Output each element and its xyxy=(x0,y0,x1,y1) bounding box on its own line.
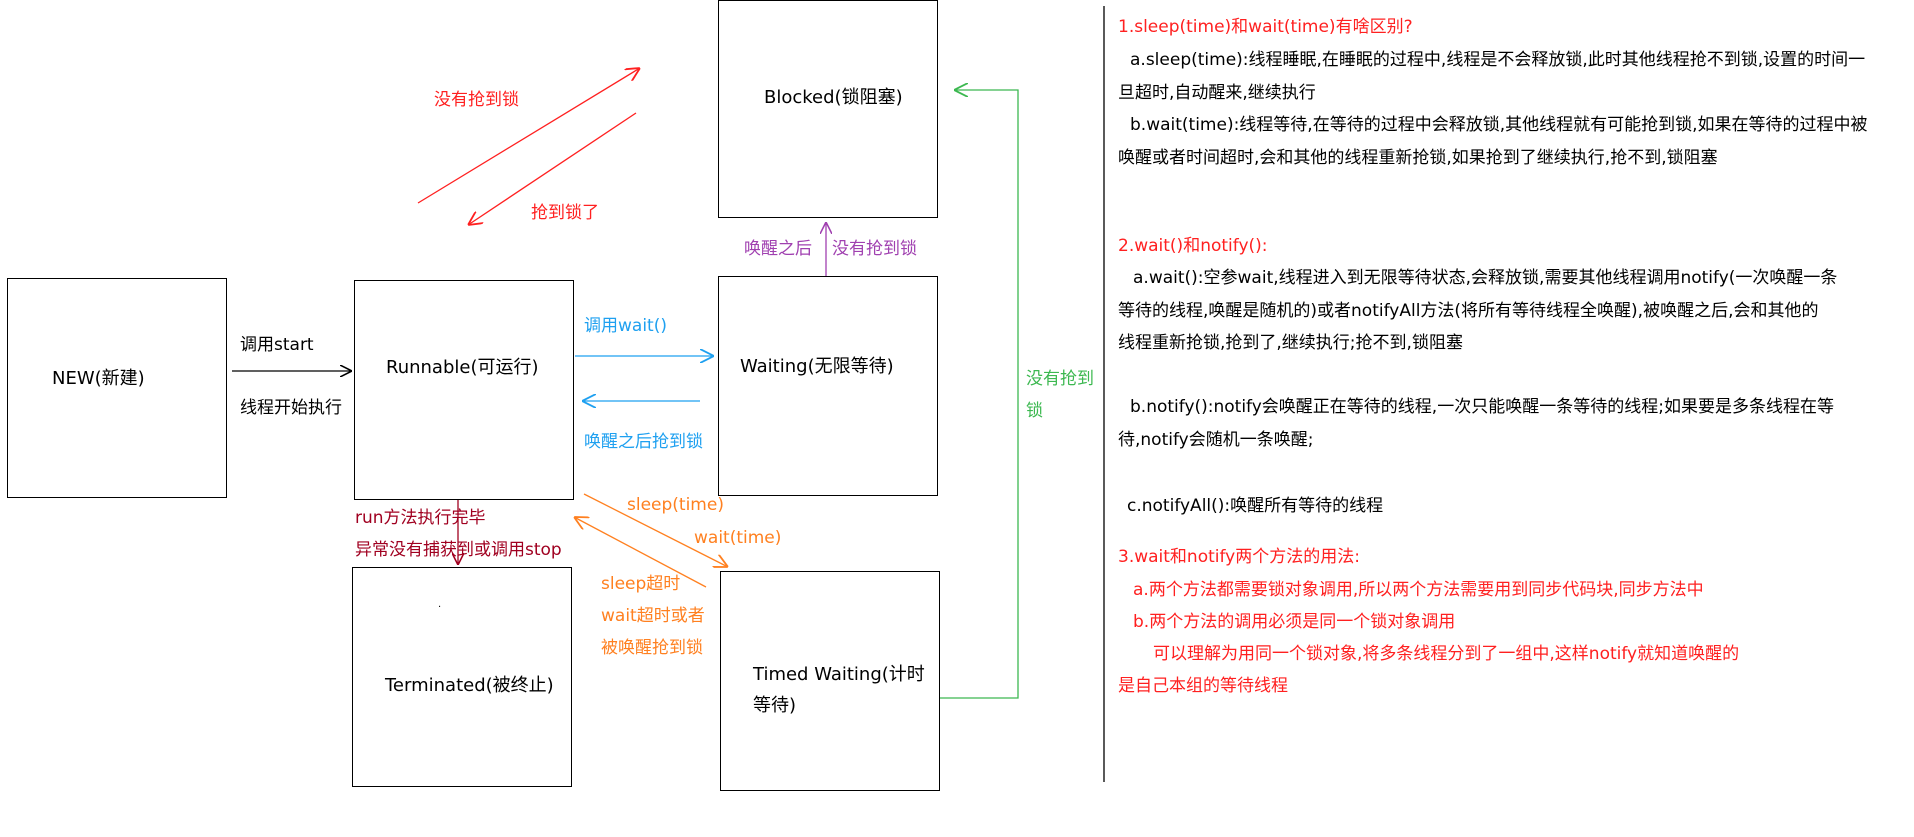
label-thread-start: 线程开始执行 xyxy=(240,398,342,418)
note-q1-b-2: 唤醒或者时间超时,会和其他的线程重新抢锁,如果抢到了继续执行,抢不到,锁阻塞 xyxy=(1118,148,1718,168)
arrow-blocked-to-runnable xyxy=(468,112,637,225)
note-q2-b-2: 待,notify会随机一条唤醒; xyxy=(1118,430,1314,450)
note-q1-b-1: b.wait(time):线程等待,在等待的过程中会释放锁,其他线程就有可能抢到… xyxy=(1130,115,1868,135)
state-runnable-label: Runnable(可运行) xyxy=(386,357,539,378)
state-runnable-box xyxy=(354,280,574,500)
note-q2-title: 2.wait()和notify(): xyxy=(1118,236,1268,256)
arrow-runnable-to-blocked xyxy=(417,68,640,204)
state-waiting-box xyxy=(718,276,938,496)
label-no-lock-green-1: 没有抢到 xyxy=(1026,369,1094,389)
note-q2-a-2: 等待的线程,唤醒是随机的)或者notifyAll方法(将所有等待线程全唤醒),被… xyxy=(1118,301,1819,321)
note-q2-a-3: 线程重新抢锁,抢到了,继续执行;抢不到,锁阻塞 xyxy=(1118,333,1463,353)
state-timed-waiting-label-1: Timed Waiting(计时 xyxy=(753,664,925,685)
state-blocked-label: Blocked(锁阻塞) xyxy=(764,87,903,108)
note-q3-title: 3.wait和notify两个方法的用法: xyxy=(1118,547,1360,567)
label-after-wake: 唤醒之后 xyxy=(744,239,812,259)
label-no-lock-purple: 没有抢到锁 xyxy=(832,239,917,259)
note-q3-a: a.两个方法都需要锁对象调用,所以两个方法需要用到同步代码块,同步方法中 xyxy=(1133,580,1704,600)
note-q3-c-1: 可以理解为用同一个锁对象,将多条线程分到了一组中,这样notify就知道唤醒的 xyxy=(1153,644,1740,664)
label-wait-time: wait(time) xyxy=(694,528,782,548)
arrow-timed-to-runnable xyxy=(574,517,707,588)
label-sleep-timeout: sleep超时 xyxy=(601,574,681,594)
state-terminated-label: Terminated(被终止) xyxy=(385,675,554,696)
terminated-dot: · xyxy=(438,602,442,613)
state-new-box xyxy=(7,278,227,498)
label-start-call: 调用start xyxy=(240,335,314,355)
state-waiting-label: Waiting(无限等待) xyxy=(740,356,894,377)
label-no-lock-red: 没有抢到锁 xyxy=(434,90,519,110)
state-blocked-box xyxy=(718,0,938,218)
label-woken-get-lock: 被唤醒抢到锁 xyxy=(601,638,703,658)
label-run-done: run方法执行完毕 xyxy=(355,508,486,528)
note-q3-b: b.两个方法的调用必须是同一个锁对象调用 xyxy=(1133,612,1456,632)
state-timed-waiting-box xyxy=(720,571,940,791)
label-no-lock-green-2: 锁 xyxy=(1026,401,1043,421)
label-sleep-time: sleep(time) xyxy=(627,495,724,515)
state-new-label: NEW(新建) xyxy=(52,368,145,389)
note-q2-c: c.notifyAll():唤醒所有等待的线程 xyxy=(1127,496,1384,516)
note-q1-title: 1.sleep(time)和wait(time)有啥区别? xyxy=(1118,17,1413,37)
arrow-runnable-to-timed xyxy=(583,493,728,567)
state-timed-waiting-label-2: 等待) xyxy=(753,695,797,716)
note-q3-c-2: 是自己本组的等待线程 xyxy=(1118,676,1288,696)
state-terminated-box xyxy=(352,567,572,787)
note-q1-a-1: a.sleep(time):线程睡眠,在睡眠的过程中,线程是不会释放锁,此时其他… xyxy=(1130,50,1866,70)
label-exception-stop: 异常没有捕获到或调用stop xyxy=(355,540,562,560)
label-got-lock: 抢到锁了 xyxy=(531,203,599,223)
label-call-wait: 调用wait() xyxy=(584,316,667,336)
arrow-timed-to-blocked xyxy=(940,90,1019,699)
label-wake-get-lock: 唤醒之后抢到锁 xyxy=(584,432,703,452)
label-wait-timeout-or: wait超时或者 xyxy=(601,606,705,626)
note-q2-a-1: a.wait():空参wait,线程进入到无限等待状态,会释放锁,需要其他线程调… xyxy=(1133,268,1838,288)
note-q2-b-1: b.notify():notify会唤醒正在等待的线程,一次只能唤醒一条等待的线… xyxy=(1130,397,1834,417)
note-q1-a-2: 旦超时,自动醒来,继续执行 xyxy=(1118,83,1316,103)
